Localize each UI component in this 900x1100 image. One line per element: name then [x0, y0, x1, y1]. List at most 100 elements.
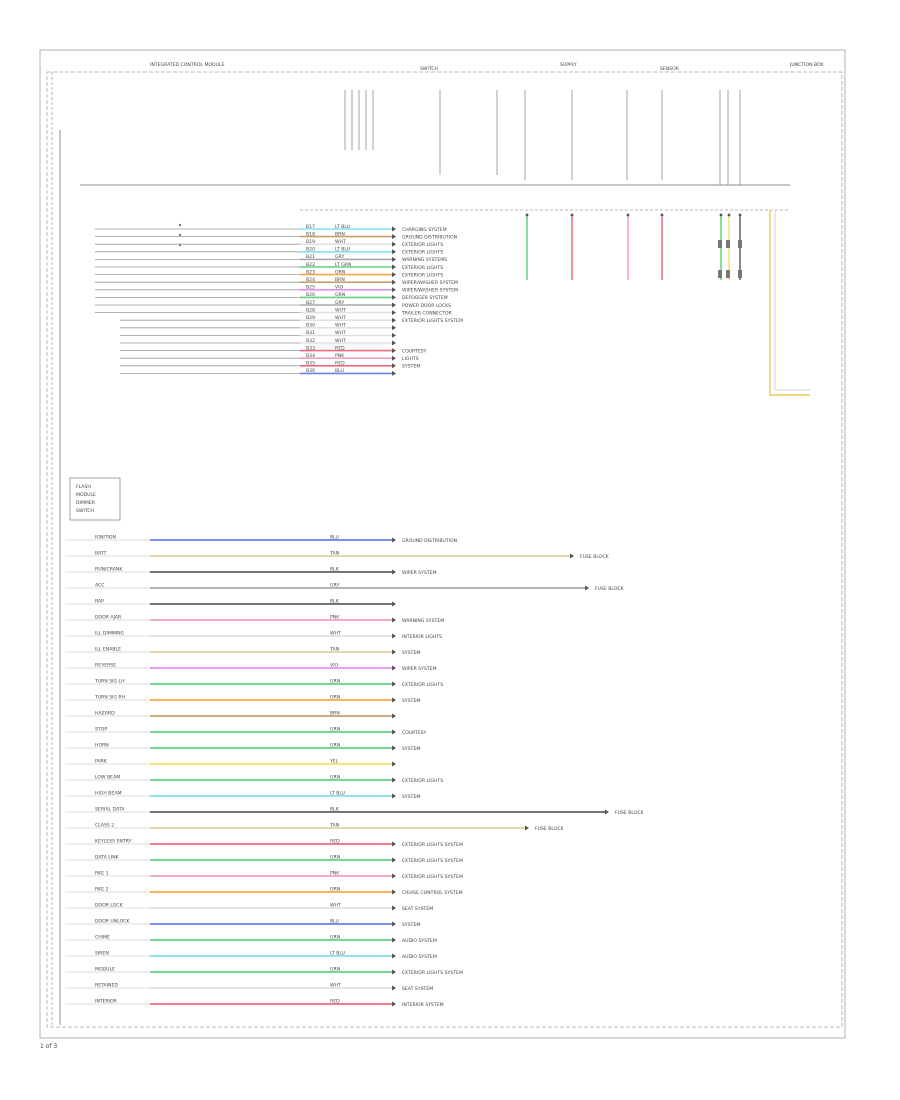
lower-arrow-6 — [392, 633, 396, 639]
lower-arrow-26 — [392, 953, 396, 959]
lower-arrow-13 — [392, 745, 396, 751]
lower-arrow-19 — [392, 841, 396, 847]
lower-label-13: HORN — [95, 743, 109, 749]
lower-dest-21: EXTERIOR LIGHTS SYSTEM — [402, 874, 463, 880]
lower-dest-18: FUSE BLOCK — [535, 826, 565, 832]
middle-pin-8: B25 — [306, 285, 315, 291]
lower-arrow-3 — [585, 585, 589, 591]
middle-color-9: GRN — [335, 292, 345, 298]
lower-arrow-0 — [392, 537, 396, 543]
lower-label-19: KEYLESS ENTRY — [95, 839, 132, 845]
lower-color-3: GRY — [330, 583, 339, 589]
lower-dest-22: CRUISE CONTROL SYSTEM — [402, 890, 463, 896]
lower-color-2: BLK — [330, 567, 340, 573]
middle-color-16: RED — [335, 345, 345, 351]
connector-block-b-1 — [726, 270, 730, 278]
lower-label-9: TURN SIG LH — [94, 679, 125, 685]
lower-color-12: GRN — [330, 727, 340, 733]
lower-color-7: TAN — [329, 647, 339, 653]
middle-dest-17: LIGHTS — [402, 356, 419, 362]
lower-dest-2: WIPER SYSTEM — [402, 570, 437, 576]
lower-arrow-22 — [392, 889, 396, 895]
middle-pin-3: B20 — [306, 247, 315, 253]
lower-color-13: GRN — [330, 743, 340, 749]
lower-dest-27: EXTERIOR LIGHTS SYSTEM — [402, 970, 463, 976]
lower-dest-16: SYSTEM — [402, 794, 420, 800]
lower-label-22: RKE 2 — [95, 887, 109, 893]
middle-color-1: BRN — [335, 231, 345, 237]
middle-color-19: BLU — [335, 368, 344, 374]
middle-dest-12: EXTERIOR LIGHTS SYSTEM — [402, 318, 463, 324]
middle-pin-13: B30 — [306, 323, 315, 329]
middle-pin-16: B33 — [306, 345, 315, 351]
lower-color-17: BLK — [330, 807, 340, 813]
middle-arrow-19 — [392, 370, 396, 376]
lower-arrow-8 — [392, 665, 396, 671]
lower-color-14: YEL — [329, 759, 339, 765]
lower-dest-23: SEAT SYSTEM — [402, 906, 433, 912]
middle-dest-18: SYSTEM — [402, 364, 420, 370]
lower-label-3: ACC — [95, 583, 104, 589]
lower-label-12: STOP — [95, 727, 107, 733]
module-box-text-4: SWITCH — [76, 508, 94, 514]
lower-label-23: DOOR LOCK — [95, 903, 124, 909]
lower-dest-26: AUDIO SYSTEM — [402, 954, 437, 960]
middle-color-17: PNK — [335, 353, 345, 359]
lower-dest-17: FUSE BLOCK — [615, 810, 645, 816]
lower-arrow-20 — [392, 857, 396, 863]
lower-arrow-4 — [392, 601, 396, 607]
lower-label-20: DATA LINK — [95, 855, 120, 861]
middle-color-13: WHT — [335, 323, 346, 329]
middle-dest-1: GROUND DISTRIBUTION — [402, 234, 457, 240]
ground-node-1 — [178, 233, 182, 237]
middle-arrow-7 — [392, 279, 396, 285]
lower-dest-6: INTERIOR LIGHTS — [402, 634, 442, 640]
lower-label-4: RAP — [95, 599, 104, 605]
lower-arrow-28 — [392, 985, 396, 991]
middle-dest-3: EXTERIOR LIGHTS — [402, 250, 443, 256]
lower-dest-3: FUSE BLOCK — [595, 586, 625, 592]
middle-arrow-9 — [392, 294, 396, 300]
lower-label-0: IGNITION — [95, 535, 116, 541]
middle-color-15: WHT — [335, 338, 346, 344]
middle-pin-15: B32 — [306, 338, 315, 344]
middle-dest-11: TRAILER CONNECTOR — [401, 310, 453, 316]
middle-arrow-4 — [392, 256, 396, 262]
ground-node-0 — [178, 223, 182, 227]
middle-color-8: VIO — [335, 285, 343, 291]
middle-arrow-18 — [392, 363, 396, 369]
middle-color-14: WHT — [335, 330, 346, 336]
middle-dest-0: CHARGING SYSTEM — [402, 227, 447, 233]
lower-label-28: RETAINED — [95, 983, 118, 989]
lower-color-22: ORN — [330, 887, 340, 893]
lower-dest-24: SYSTEM — [402, 922, 420, 928]
lower-arrow-29 — [392, 1001, 396, 1007]
lower-color-9: GRN — [330, 679, 340, 685]
top-labels: INTEGRATED CONTROL MODULESWITCHSUPPLYSEN… — [150, 62, 824, 72]
lower-dest-15: EXTERIOR LIGHTS — [402, 778, 443, 784]
middle-pin-19: B36 — [306, 368, 315, 374]
lower-label-1: BATT — [95, 551, 107, 557]
lower-label-7: ILL ENABLE — [95, 647, 121, 653]
lower-label-6: ILL DIMMING — [95, 631, 125, 637]
middle-pin-0: B17 — [306, 224, 315, 230]
middle-pin-7: B24 — [306, 277, 315, 283]
lower-color-11: BRN — [330, 711, 340, 717]
yellow-feed-wire-2 — [774, 210, 810, 391]
middle-dest-9: DEFOGGER SYSTEM — [402, 295, 448, 301]
lower-dest-7: SYSTEM — [402, 650, 420, 656]
lower-dest-12: COURTESY — [402, 730, 427, 736]
middle-dest-8: WIPER/WASHER SYSTEM — [402, 288, 458, 294]
middle-arrow-6 — [392, 272, 396, 278]
lower-arrow-23 — [392, 905, 396, 911]
middle-pin-6: B23 — [306, 269, 315, 275]
middle-dest-16: COURTESY — [402, 348, 427, 354]
module-box-text-3: DIMMER — [76, 500, 96, 506]
middle-color-10: GRY — [335, 300, 344, 306]
component-frame — [46, 71, 843, 1028]
middle-pin-2: B19 — [306, 239, 315, 245]
lower-color-21: PNK — [330, 871, 340, 877]
middle-color-11: WHT — [335, 307, 346, 313]
middle-dest-6: EXTERIOR LIGHTS — [402, 272, 443, 278]
